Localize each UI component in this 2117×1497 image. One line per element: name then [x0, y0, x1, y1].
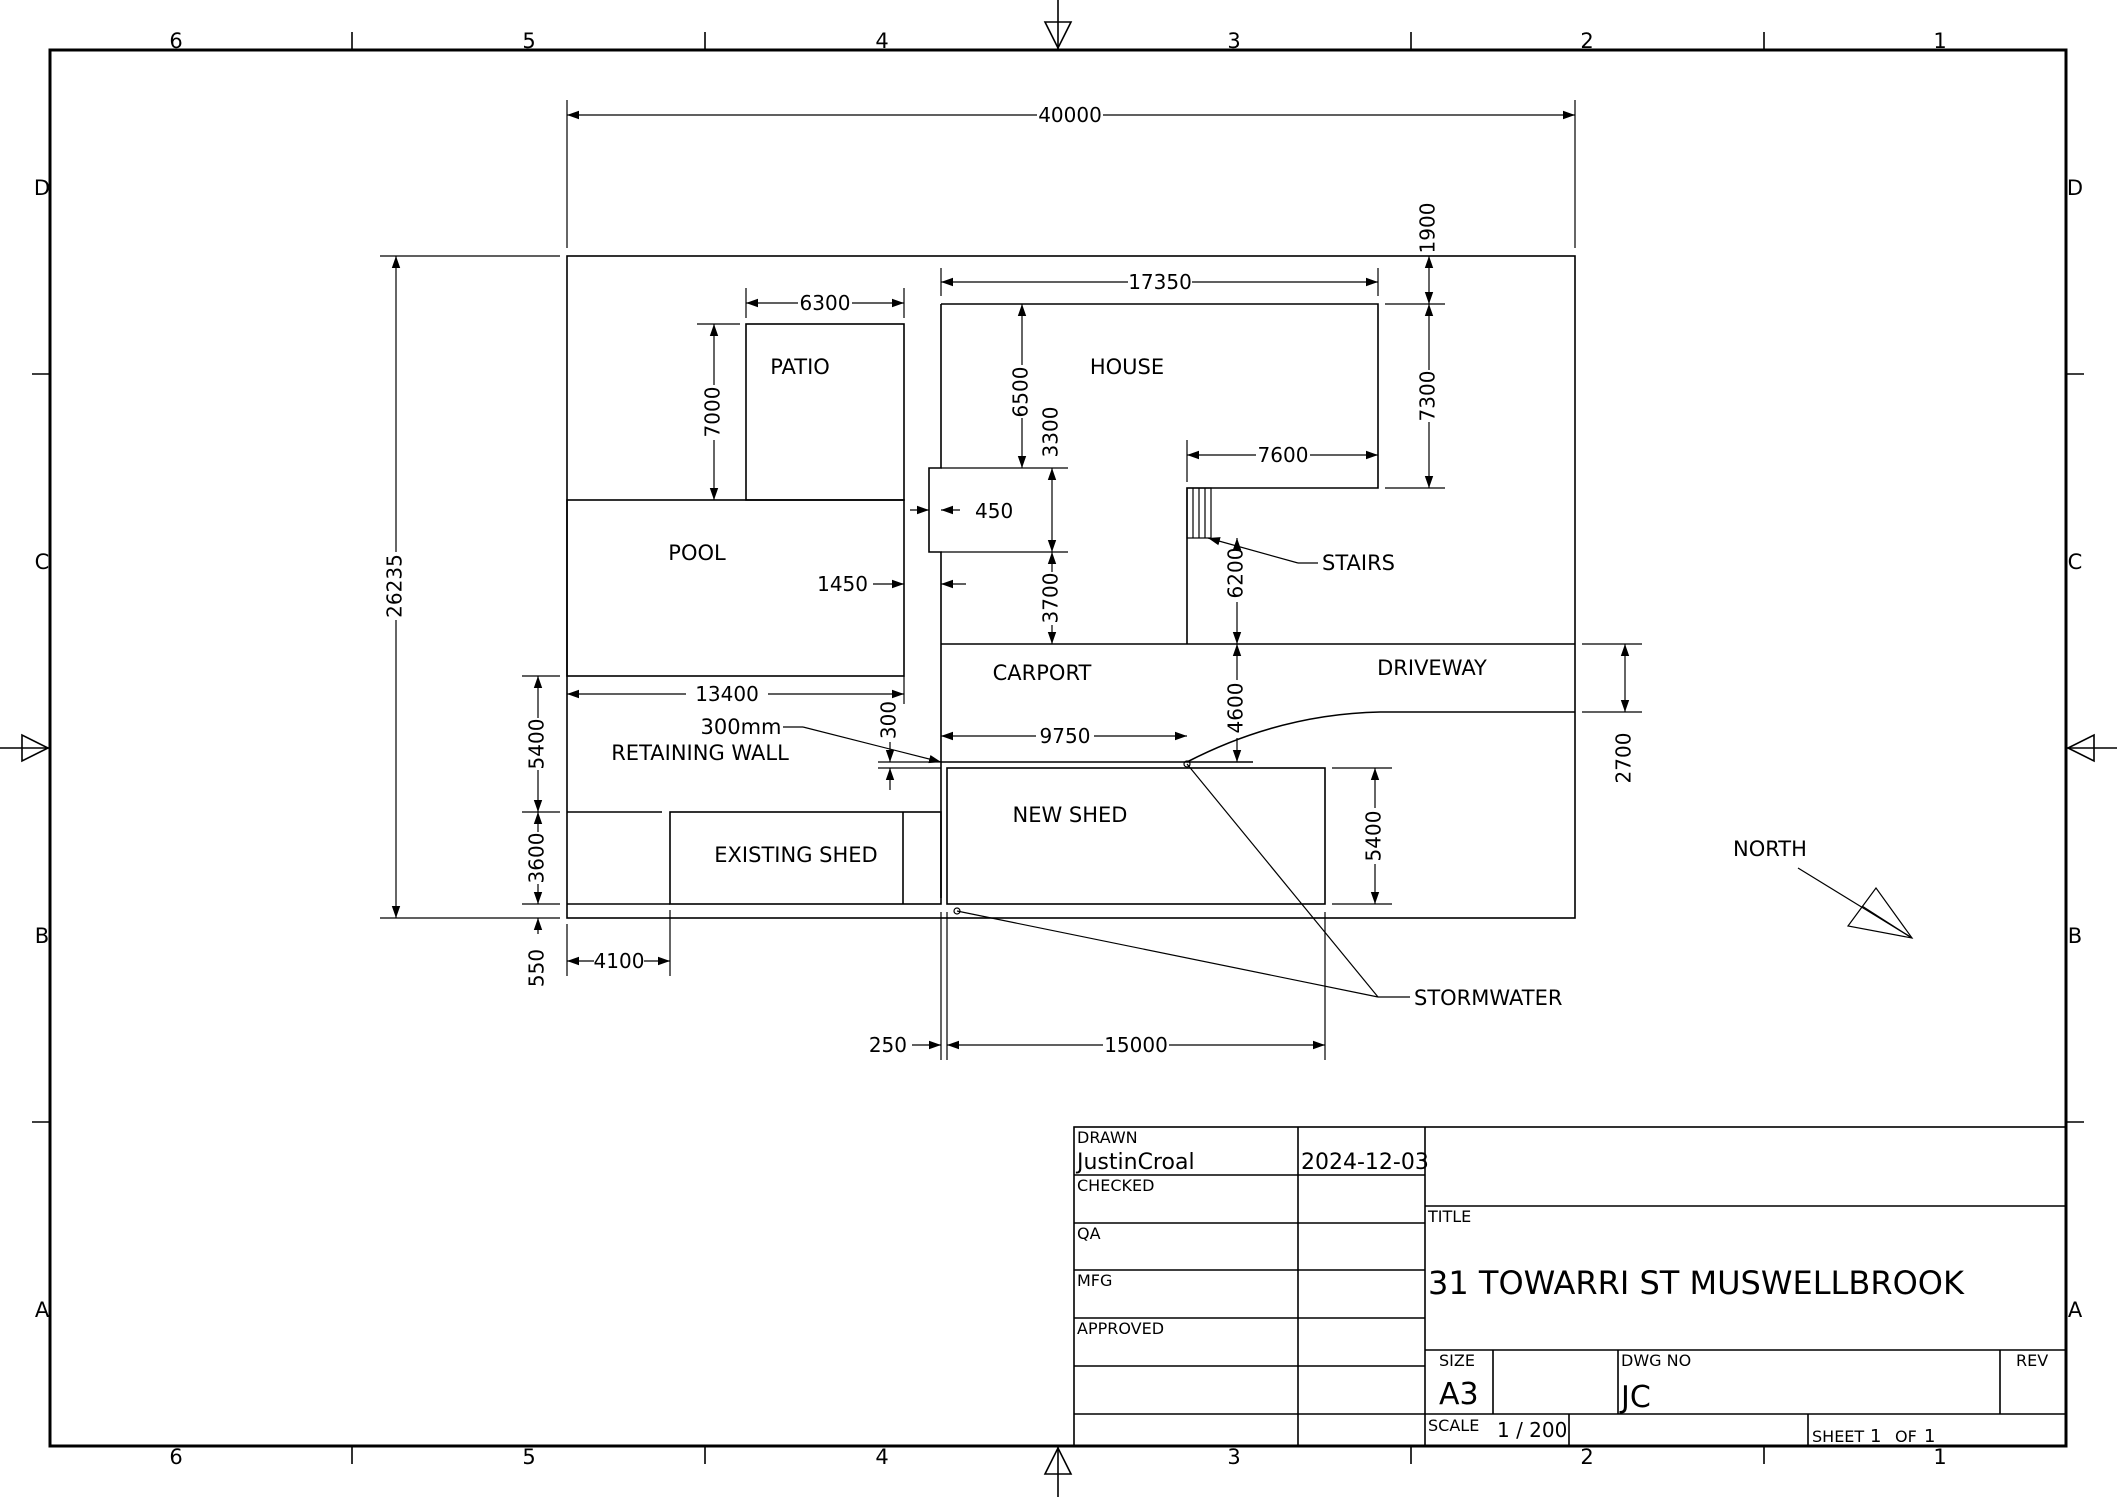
zone-row-right: B — [2068, 924, 2082, 948]
dim-bottom-550: 550 — [525, 949, 549, 987]
dim-house-width: 17350 — [1128, 270, 1192, 294]
zone-col-bottom: 3 — [1227, 1445, 1240, 1469]
zone-row-right: C — [2068, 550, 2083, 574]
zone-col-top: 2 — [1580, 29, 1593, 53]
approved-label: APPROVED — [1077, 1319, 1164, 1338]
retaining-wall-label: RETAINING WALL — [611, 741, 789, 765]
zone-col-top: 1 — [1933, 29, 1946, 53]
stormwater-point — [953, 907, 961, 915]
of-label: OF — [1895, 1427, 1917, 1446]
dwg-no-value: JC — [1619, 1380, 1651, 1415]
dim-wall-300: 300 — [877, 701, 901, 739]
zone-row-left: C — [35, 550, 50, 574]
dim-overall-depth: 26235 — [383, 554, 407, 618]
scale-value: 1 / 200 — [1497, 1418, 1567, 1442]
zone-col-bottom: 1 — [1933, 1445, 1946, 1469]
new-shed-label: NEW SHED — [1013, 803, 1128, 827]
stormwater-label: STORMWATER — [1414, 986, 1562, 1010]
existing-shed-label: EXISTING SHED — [714, 843, 877, 867]
dim-stairs-to-drive: 6200 — [1224, 548, 1248, 599]
centering-mark-right — [2066, 733, 2117, 763]
dim-house-depth-left: 6500 — [1009, 367, 1033, 418]
stairs-label: STAIRS — [1322, 551, 1395, 575]
scale-label: SCALE — [1428, 1416, 1479, 1435]
patio-outline — [745, 323, 905, 501]
driveway-label: DRIVEWAY — [1377, 656, 1487, 680]
dim-shed-offset: 4600 — [1224, 683, 1248, 734]
rev-label: REV — [2016, 1351, 2048, 1370]
checked-label: CHECKED — [1077, 1176, 1154, 1195]
dim-house-step: 3300 — [1039, 407, 1063, 458]
dim-carport-depth: 3700 — [1039, 573, 1063, 624]
house-outline — [928, 303, 1379, 898]
wall-size-label: 300mm — [701, 715, 782, 739]
dim-carport-width: 9750 — [1040, 724, 1091, 748]
site-plan: PATIO POOL HOUSE STAIRS CARPORT DRIVEWAY… — [380, 100, 1914, 1060]
zone-row-left: D — [34, 176, 50, 200]
zone-row-left: B — [35, 924, 49, 948]
dim-top-setback: 1900 — [1416, 203, 1440, 254]
dim-new-shed-width: 15000 — [1104, 1033, 1168, 1057]
sheet-label: SHEET — [1812, 1427, 1864, 1446]
patio-label: PATIO — [770, 355, 830, 379]
dim-left-5400: 5400 — [525, 719, 549, 770]
size-value: A3 — [1439, 1377, 1479, 1412]
dim-patio-depth: 7000 — [701, 387, 725, 438]
mfg-label: MFG — [1077, 1271, 1112, 1290]
title-label: TITLE — [1427, 1207, 1471, 1226]
zone-row-left: A — [35, 1298, 50, 1322]
stormwater-point — [1183, 760, 1191, 768]
sheet-number: 1 — [1870, 1426, 1881, 1447]
centering-mark-bottom — [1043, 1446, 1073, 1497]
zone-col-bottom: 2 — [1580, 1445, 1593, 1469]
carport-label: CARPORT — [993, 661, 1092, 685]
dim-pool-width: 13400 — [695, 682, 759, 706]
zone-col-top: 3 — [1227, 29, 1240, 53]
dim-drive-width: 2700 — [1612, 733, 1636, 784]
dim-existing-shed-depth: 3600 — [525, 833, 549, 884]
dim-patio-width: 6300 — [800, 291, 851, 315]
centering-mark-top — [1043, 0, 1073, 50]
pool-label: POOL — [668, 541, 726, 565]
dim-gap-450: 450 — [975, 499, 1013, 523]
zone-col-top: 6 — [169, 29, 182, 53]
sheet-total: 1 — [1924, 1426, 1935, 1447]
zone-col-bottom: 4 — [875, 1445, 888, 1469]
existing-shed-outline — [669, 811, 942, 905]
dimensions: 40000 26235 1900 7300 17350 — [380, 100, 1642, 1060]
qa-label: QA — [1077, 1224, 1101, 1243]
dim-pool-gap: 1450 — [817, 572, 868, 596]
dwg-no-label: DWG NO — [1621, 1351, 1691, 1370]
drawn-date-value: 2024-12-03 — [1301, 1150, 1429, 1175]
zone-row-right: D — [2067, 176, 2083, 200]
size-label: SIZE — [1439, 1351, 1475, 1370]
dim-house-depth-right: 7300 — [1416, 371, 1440, 422]
zone-col-top: 4 — [875, 29, 888, 53]
dim-house-wing: 7600 — [1258, 443, 1309, 467]
dim-overall-width: 40000 — [1038, 103, 1102, 127]
drawing-title: 31 TOWARRI ST MUSWELLBROOK — [1428, 1264, 1965, 1302]
stairs-symbol — [1186, 487, 1212, 539]
drawn-label: DRAWN — [1077, 1128, 1138, 1147]
new-shed-outline — [946, 767, 1326, 905]
north-label: NORTH — [1733, 837, 1807, 861]
drawn-by-value: JustinCroal — [1075, 1150, 1195, 1175]
dim-new-shed-depth: 5400 — [1362, 811, 1386, 862]
zone-row-right: A — [2068, 1298, 2083, 1322]
driveway-edge-curve — [1186, 711, 1575, 763]
zone-col-bottom: 5 — [522, 1445, 535, 1469]
dim-existing-shed-offset: 4100 — [594, 949, 645, 973]
title-block: DRAWN JustinCroal 2024-12-03 CHECKED QA … — [1073, 1126, 2067, 1447]
north-arrow-icon — [1797, 867, 1914, 939]
zone-col-top: 5 — [522, 29, 535, 53]
house-label: HOUSE — [1090, 355, 1164, 379]
dim-boundary-gap: 250 — [869, 1033, 907, 1057]
zone-col-bottom: 6 — [169, 1445, 182, 1469]
pool-outline — [566, 499, 905, 677]
centering-mark-left — [0, 733, 50, 763]
